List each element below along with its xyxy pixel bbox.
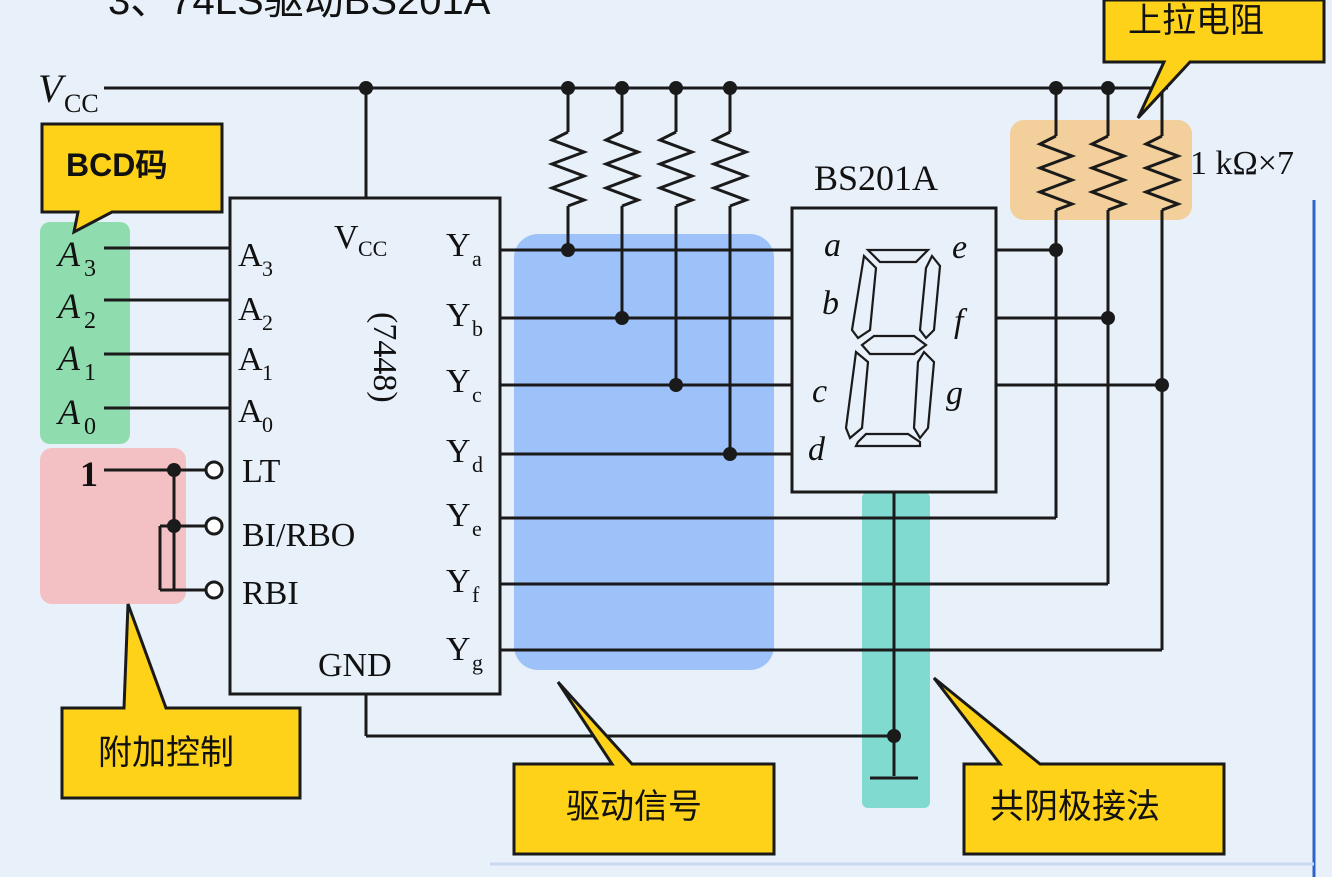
svg-text:上拉电阻: 上拉电阻 bbox=[1128, 2, 1264, 40]
display-labels: a b c d e f g bbox=[808, 227, 968, 468]
junction-dot bbox=[359, 81, 373, 95]
svg-text:V: V bbox=[334, 219, 359, 256]
drive-highlight bbox=[514, 234, 774, 670]
svg-text:BCD码: BCD码 bbox=[66, 147, 167, 183]
seven-segment-digit bbox=[844, 248, 942, 448]
bcd-inputs: A 3 A 2 A 1 A 0 bbox=[56, 234, 230, 440]
svg-text:Y: Y bbox=[446, 227, 471, 264]
chip-vcc-pin: V CC bbox=[334, 219, 387, 261]
svg-text:c: c bbox=[472, 382, 482, 407]
svg-text:g: g bbox=[946, 375, 963, 412]
svg-text:RBI: RBI bbox=[242, 575, 299, 612]
svg-text:Y: Y bbox=[446, 563, 471, 600]
svg-text:3: 3 bbox=[84, 256, 96, 282]
svg-text:a: a bbox=[824, 227, 841, 264]
svg-text:Y: Y bbox=[446, 297, 471, 334]
display-right-wires bbox=[996, 243, 1169, 392]
right-resistors bbox=[1035, 81, 1183, 650]
svg-text:1: 1 bbox=[84, 360, 96, 386]
chip-gnd-pin: GND bbox=[318, 647, 392, 684]
svg-text:共阴极接法: 共阴极接法 bbox=[990, 788, 1160, 826]
svg-text:CC: CC bbox=[358, 236, 387, 261]
svg-text:附加控制: 附加控制 bbox=[98, 734, 234, 772]
svg-text:Y: Y bbox=[446, 363, 471, 400]
resistor-value-label: 1 kΩ×7 bbox=[1190, 145, 1294, 182]
svg-text:V: V bbox=[38, 66, 67, 111]
svg-text:b: b bbox=[472, 316, 483, 341]
svg-text:e: e bbox=[472, 516, 482, 541]
svg-text:f: f bbox=[954, 303, 968, 340]
svg-text:1: 1 bbox=[80, 454, 98, 494]
display-name: BS201A bbox=[814, 158, 938, 198]
svg-text:a: a bbox=[472, 246, 482, 271]
bcd-highlight bbox=[40, 222, 130, 444]
svg-text:Y: Y bbox=[446, 631, 471, 668]
svg-text:Y: Y bbox=[446, 433, 471, 470]
svg-text:驱动信号: 驱动信号 bbox=[566, 788, 702, 826]
vcc-label: V CC bbox=[38, 66, 99, 118]
output-wires bbox=[500, 243, 1162, 652]
header-fragment: 3、74LS驱动BS201A bbox=[108, 0, 491, 23]
svg-text:BI/RBO: BI/RBO bbox=[242, 517, 355, 554]
callout-extra-control: 附加控制 bbox=[60, 603, 302, 800]
svg-text:d: d bbox=[472, 452, 483, 477]
svg-text:0: 0 bbox=[262, 412, 273, 437]
svg-text:A: A bbox=[238, 237, 263, 274]
svg-text:LT: LT bbox=[242, 453, 281, 490]
drive-resistors bbox=[547, 81, 751, 454]
control-highlight bbox=[40, 448, 186, 604]
svg-text:3: 3 bbox=[262, 256, 273, 281]
svg-text:A: A bbox=[238, 393, 263, 430]
callout-common-cathode: 共阴极接法 bbox=[932, 676, 1226, 856]
svg-text:A: A bbox=[56, 286, 81, 326]
chip-control-pins: LT BI/RBO RBI bbox=[242, 453, 355, 612]
svg-text:A: A bbox=[56, 392, 81, 432]
svg-text:Y: Y bbox=[446, 497, 471, 534]
svg-text:CC: CC bbox=[64, 89, 99, 118]
svg-text:1: 1 bbox=[262, 360, 273, 385]
svg-text:A: A bbox=[238, 291, 263, 328]
svg-text:f: f bbox=[472, 582, 480, 607]
svg-text:0: 0 bbox=[84, 414, 96, 440]
svg-text:A: A bbox=[56, 338, 81, 378]
control-network: 1 bbox=[80, 454, 224, 600]
svg-text:c: c bbox=[812, 373, 827, 410]
svg-text:2: 2 bbox=[262, 310, 273, 335]
common-cathode-wire bbox=[364, 492, 918, 780]
svg-text:e: e bbox=[952, 229, 967, 266]
callout-bcd: BCD码 bbox=[40, 122, 224, 235]
svg-text:A: A bbox=[56, 234, 81, 274]
svg-text:d: d bbox=[808, 431, 826, 468]
svg-text:g: g bbox=[472, 650, 483, 675]
svg-text:A: A bbox=[238, 341, 263, 378]
callout-pullup: 上拉电阻 bbox=[1102, 0, 1326, 120]
callout-drive-signal: 驱动信号 bbox=[512, 680, 776, 856]
svg-text:2: 2 bbox=[84, 308, 96, 334]
svg-text:b: b bbox=[822, 285, 839, 322]
chip-part-number: (7448) bbox=[366, 312, 403, 403]
